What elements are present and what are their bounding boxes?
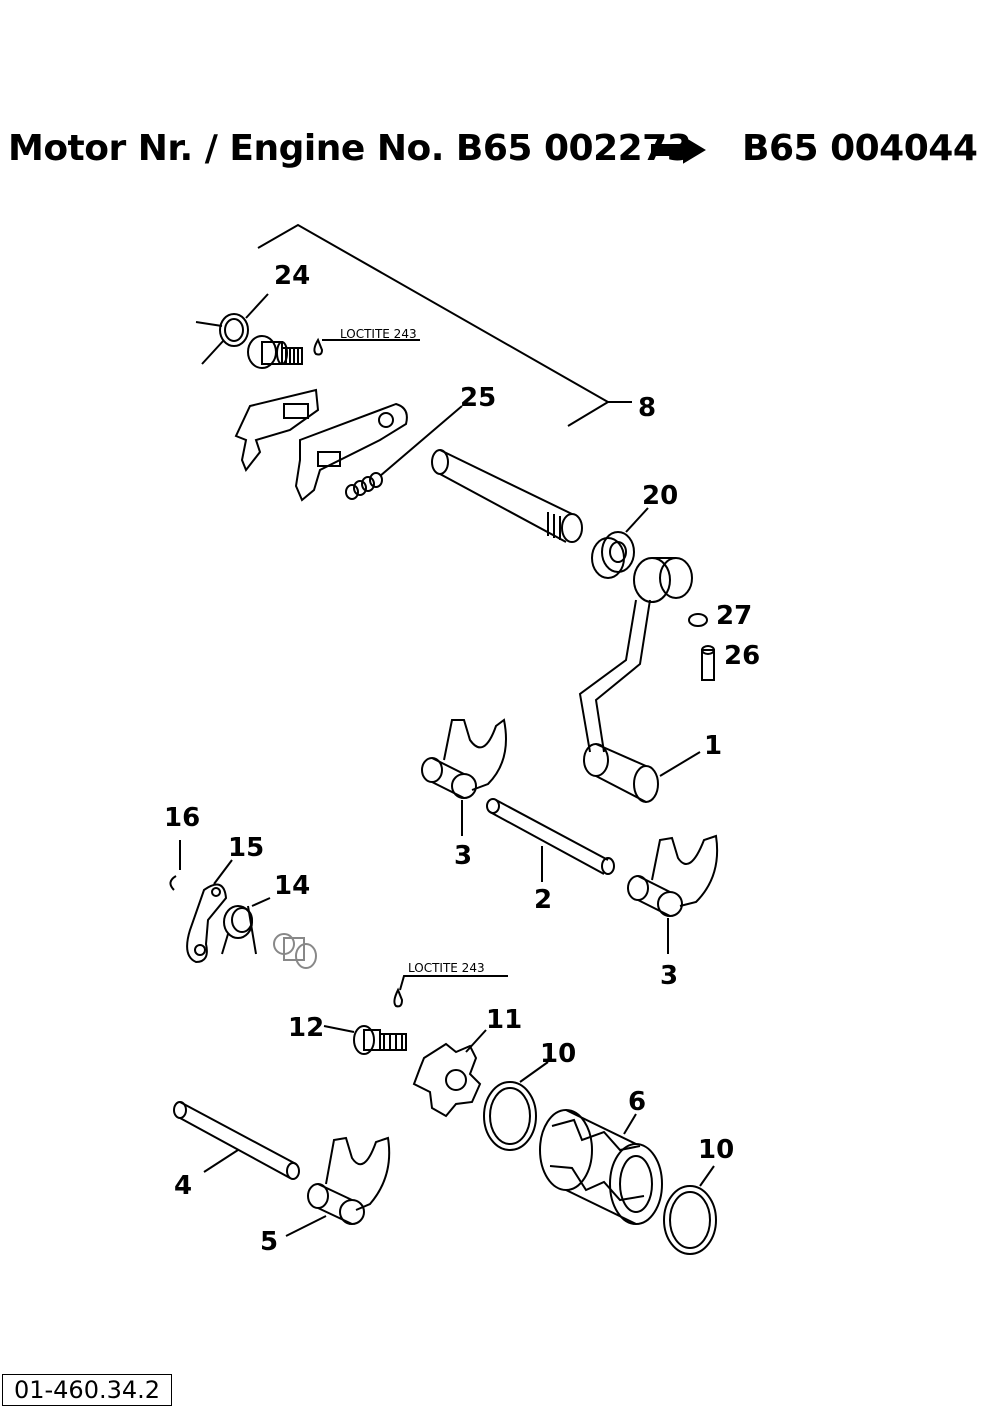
leader-line-10-lower <box>699 1165 715 1187</box>
spring-25 <box>345 472 383 500</box>
part-label-2: 2 <box>534 885 552 915</box>
part-label-4: 4 <box>174 1171 192 1201</box>
circlip-16 <box>169 875 177 891</box>
shim-ring-10-upper <box>483 1081 537 1151</box>
loctite-note-top: LOCTITE 243 <box>340 327 417 341</box>
loctite-note-bottom: LOCTITE 243 <box>408 961 485 975</box>
part-label-10-upper: 10 <box>540 1039 576 1069</box>
part-label-5: 5 <box>260 1227 278 1257</box>
shift-plate-small <box>234 388 320 472</box>
leader-line-14 <box>251 897 271 907</box>
shim-ring-10-lower <box>663 1185 717 1255</box>
leader-line-6 <box>623 1113 637 1135</box>
shift-cam-11 <box>412 1042 482 1118</box>
right-arrow-icon <box>651 136 706 164</box>
washer-27 <box>688 613 708 627</box>
engine-range-title: Motor Nr. / Engine No. B65 002273 <box>8 128 692 169</box>
leader-line-4 <box>203 1149 239 1173</box>
part-label-6: 6 <box>628 1087 646 1117</box>
shift-plate-large <box>294 402 408 502</box>
part-label-26: 26 <box>724 641 760 671</box>
drawing-reference-code: 01-460.34.2 <box>2 1374 172 1406</box>
leader-line-5 <box>285 1215 327 1237</box>
spring-clip-24 <box>195 313 249 365</box>
part-label-16: 16 <box>164 803 200 833</box>
torsion-spring-14 <box>221 905 257 955</box>
part-label-11: 11 <box>486 1005 522 1035</box>
fork-rod-4 <box>173 1101 300 1180</box>
seal-ring-20 <box>591 531 635 579</box>
assembly-bracket <box>257 223 610 427</box>
part-label-27: 27 <box>716 601 752 631</box>
bolt-26 <box>701 645 715 681</box>
leader-line-1 <box>659 751 701 777</box>
shift-fork-3-upper <box>421 718 507 799</box>
part-label-3-upper: 3 <box>454 841 472 871</box>
shift-shaft <box>431 449 583 543</box>
leader-line-25 <box>379 405 463 477</box>
leader-line-20 <box>625 507 649 533</box>
part-label-8: 8 <box>638 393 656 423</box>
part-label-25: 25 <box>460 383 496 413</box>
fork-rod-2 <box>486 798 615 875</box>
engine-range-end: B65 004044 <box>742 128 978 169</box>
loctite-drop-icon-bottom <box>393 987 404 1008</box>
shift-fork-3-lower <box>627 834 719 917</box>
leader-line-10-upper <box>519 1061 549 1083</box>
part-label-15: 15 <box>228 833 264 863</box>
leader-line-15 <box>213 859 233 885</box>
leader-line-24 <box>245 293 269 319</box>
detent-lever-15 <box>186 883 228 964</box>
part-label-12: 12 <box>288 1013 324 1043</box>
bolt-12 <box>353 1025 407 1055</box>
detent-bolt <box>273 933 317 969</box>
part-label-1: 1 <box>704 731 722 761</box>
part-label-10-lower: 10 <box>698 1135 734 1165</box>
shift-drum-6 <box>539 1109 663 1225</box>
bolt-24 <box>247 335 303 369</box>
shift-fork-5 <box>307 1136 391 1225</box>
loctite-note-line-bottom <box>399 975 508 991</box>
part-label-20: 20 <box>642 481 678 511</box>
leader-line-12 <box>323 1025 355 1033</box>
part-label-24: 24 <box>274 261 310 291</box>
part-label-14: 14 <box>274 871 310 901</box>
loctite-drop-icon <box>313 337 324 356</box>
leader-line-11 <box>465 1029 487 1053</box>
shift-lever-1 <box>578 557 693 803</box>
part-label-3-lower: 3 <box>660 961 678 991</box>
